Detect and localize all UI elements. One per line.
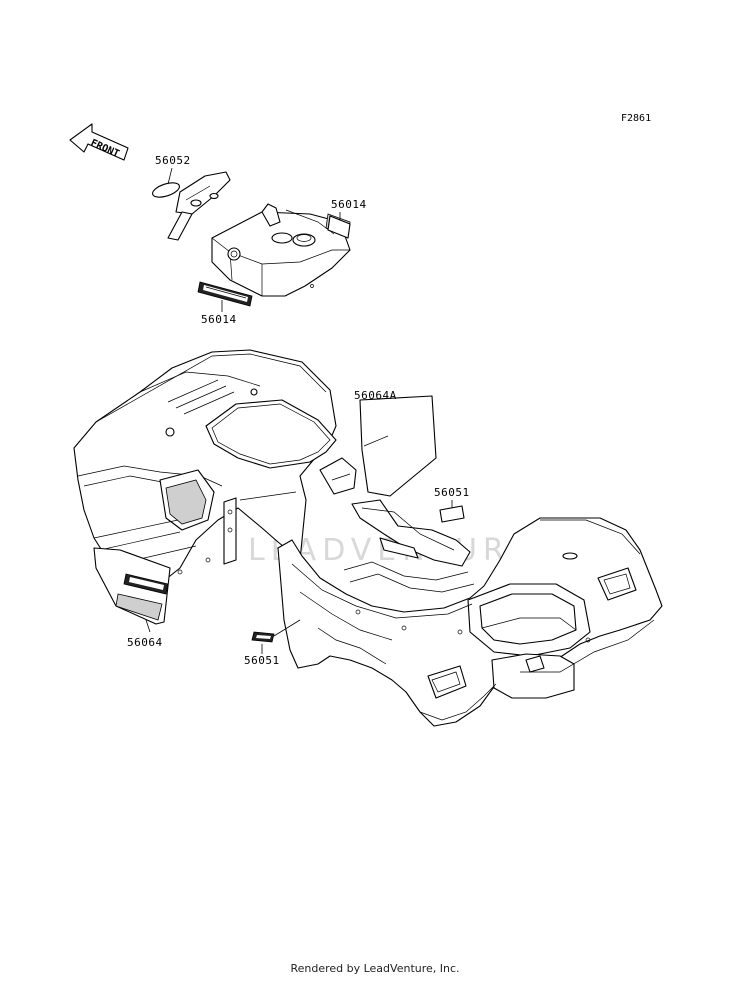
callout-label-56052: 56052 — [155, 154, 191, 167]
callout-56014-top: 56014 — [331, 198, 367, 220]
callout-56051-right: 56051 — [434, 486, 470, 508]
front-cover-part — [152, 171, 351, 297]
decal-56064 — [93, 547, 171, 625]
front-arrow-icon: FRONT — [69, 123, 129, 161]
callout-label-56064: 56064 — [127, 636, 163, 649]
callout-56014-mid: 56014 — [201, 300, 237, 326]
callout-label-56014-mid: 56014 — [201, 313, 237, 326]
callout-56051-bottom: 56051 — [244, 619, 301, 667]
decal-56051-bottom — [251, 631, 275, 643]
decal-56014-top — [325, 213, 351, 239]
callout-label-56064A: 56064A — [354, 389, 397, 402]
footer-credit: Rendered by LeadVenture, Inc. — [290, 962, 460, 975]
decal-56064A — [359, 395, 437, 497]
callout-label-56014-top: 56014 — [331, 198, 367, 211]
frame-rails — [343, 499, 475, 593]
rear-fender-body — [277, 517, 663, 727]
callout-label-56051-right: 56051 — [434, 486, 470, 499]
front-fender-body — [73, 349, 357, 585]
figure-id: F2861 — [621, 113, 651, 124]
callout-56064A: 56064A — [354, 389, 397, 402]
callout-56064: 56064 — [127, 619, 163, 649]
callout-56052: 56052 — [155, 154, 191, 185]
decal-56051-right — [439, 505, 465, 523]
callout-label-56051-bottom: 56051 — [244, 654, 280, 667]
decal-56014-logo-strip — [197, 281, 253, 307]
